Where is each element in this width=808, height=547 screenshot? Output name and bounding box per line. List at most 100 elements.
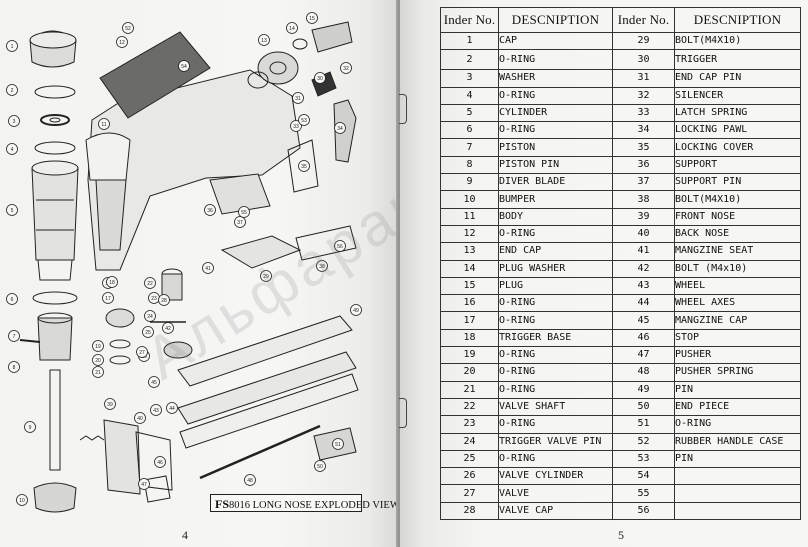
callout-circle bbox=[332, 438, 344, 450]
part-index-right: 49 bbox=[612, 380, 675, 399]
part-index-left: 20 bbox=[440, 363, 499, 382]
part-index-left: 27 bbox=[440, 484, 499, 503]
end-cap-part bbox=[257, 51, 299, 85]
part-description-right: BOLT(M4X10) bbox=[674, 31, 801, 51]
callout-number: 23 bbox=[151, 296, 157, 302]
page-number-left: 4 bbox=[182, 528, 188, 542]
part-index-left: 21 bbox=[440, 380, 499, 399]
part-index-left: 4 bbox=[440, 86, 499, 105]
callout-circle bbox=[334, 240, 346, 252]
part-description-left: PLUG WASHER bbox=[498, 259, 613, 278]
callout-number: 5 bbox=[11, 208, 14, 214]
callout-circle bbox=[24, 421, 36, 433]
part-description-right: WHEEL bbox=[674, 276, 801, 296]
callout-number: 29 bbox=[263, 274, 269, 280]
header-description-right: DESCNIPTION bbox=[674, 7, 801, 33]
callout-number: 20 bbox=[95, 358, 101, 364]
cylinder-part bbox=[31, 167, 79, 261]
callout-circle bbox=[350, 304, 362, 316]
part-index-right: 47 bbox=[612, 346, 675, 365]
callout-circle bbox=[122, 22, 134, 34]
part-index-left: 13 bbox=[440, 242, 499, 261]
part-description-left: PISTON bbox=[498, 138, 613, 157]
part-index-left: 10 bbox=[440, 190, 499, 209]
callout-number: 34 bbox=[337, 126, 343, 132]
callout-circle bbox=[16, 494, 28, 506]
part-index-right: 50 bbox=[612, 397, 675, 417]
callout-number: 56 bbox=[337, 244, 343, 250]
part-index-right: 52 bbox=[612, 432, 675, 451]
callout-labels: 1234567891011121314151617181920212223242… bbox=[6, 12, 362, 506]
part-index-right: 55 bbox=[612, 484, 675, 503]
part-description-right: RUBBER HANDLE CASE bbox=[674, 432, 801, 451]
callout-number: 48 bbox=[247, 478, 253, 484]
callout-number: 15 bbox=[309, 16, 315, 22]
callout-number: 7 bbox=[13, 334, 16, 340]
part-description-left: O-RING bbox=[498, 224, 613, 244]
part-description-right: WHEEL AXES bbox=[674, 294, 801, 313]
part-description-right: LATCH SPRING bbox=[674, 103, 801, 123]
exploded-view-diagram: 1234567891011121314151617181920212223242… bbox=[6, 12, 362, 513]
part-index-right: 53 bbox=[612, 449, 675, 469]
part-index-right: 40 bbox=[612, 224, 675, 244]
callout-circle bbox=[298, 114, 310, 126]
part-index-left: 17 bbox=[440, 311, 499, 330]
callout-number: 19 bbox=[95, 344, 101, 350]
callout-number: 11 bbox=[101, 122, 106, 128]
part-description-left: O-RING bbox=[498, 294, 613, 313]
part-description-right: O-RING bbox=[674, 415, 801, 434]
callout-circle bbox=[6, 204, 18, 216]
part-index-left: 12 bbox=[440, 224, 499, 244]
part-index-right: 32 bbox=[612, 86, 675, 105]
part-index-right: 48 bbox=[612, 363, 675, 382]
callout-number: 10 bbox=[19, 498, 25, 504]
part-description-right: STOP bbox=[674, 328, 801, 348]
part-description-left: O-RING bbox=[498, 363, 613, 382]
callout-circle bbox=[6, 84, 18, 96]
callout-number: 41 bbox=[205, 266, 211, 272]
part-description-left: O-RING bbox=[498, 121, 613, 140]
callout-number: 47 bbox=[141, 482, 147, 488]
part-description-left: DIVER BLADE bbox=[498, 173, 613, 192]
callout-circle bbox=[142, 326, 154, 338]
callout-circle bbox=[92, 366, 104, 378]
part-index-right: 37 bbox=[612, 173, 675, 192]
callout-circle bbox=[202, 262, 214, 274]
part-index-right: 51 bbox=[612, 415, 675, 434]
callout-number: 46 bbox=[157, 460, 163, 466]
part-index-right: 54 bbox=[612, 467, 675, 486]
page-number-right: 5 bbox=[618, 528, 624, 542]
part-description-left: VALVE bbox=[498, 484, 613, 503]
callout-circle bbox=[144, 277, 156, 289]
part-description-left: VALVE CYLINDER bbox=[498, 467, 613, 486]
part-index-right: 29 bbox=[612, 31, 675, 51]
callout-number: 51 bbox=[335, 442, 341, 448]
part-index-left: 6 bbox=[440, 121, 499, 140]
callout-circle bbox=[162, 322, 174, 334]
callout-circle bbox=[136, 346, 148, 358]
part-description-left: BUMPER bbox=[498, 190, 613, 209]
callout-circle bbox=[244, 474, 256, 486]
plug-part bbox=[311, 21, 353, 53]
magazine-cap-part bbox=[177, 315, 353, 387]
part-index-left: 15 bbox=[440, 276, 499, 296]
part-index-left: 19 bbox=[440, 346, 499, 365]
driver-blade-part bbox=[49, 369, 61, 471]
callout-number: 55 bbox=[241, 210, 247, 216]
part-description-left: TRIGGER BASE bbox=[498, 328, 613, 348]
callout-circle bbox=[106, 276, 118, 288]
header-description-left: DESCNIPTION bbox=[498, 7, 613, 33]
callout-circle bbox=[314, 460, 326, 472]
